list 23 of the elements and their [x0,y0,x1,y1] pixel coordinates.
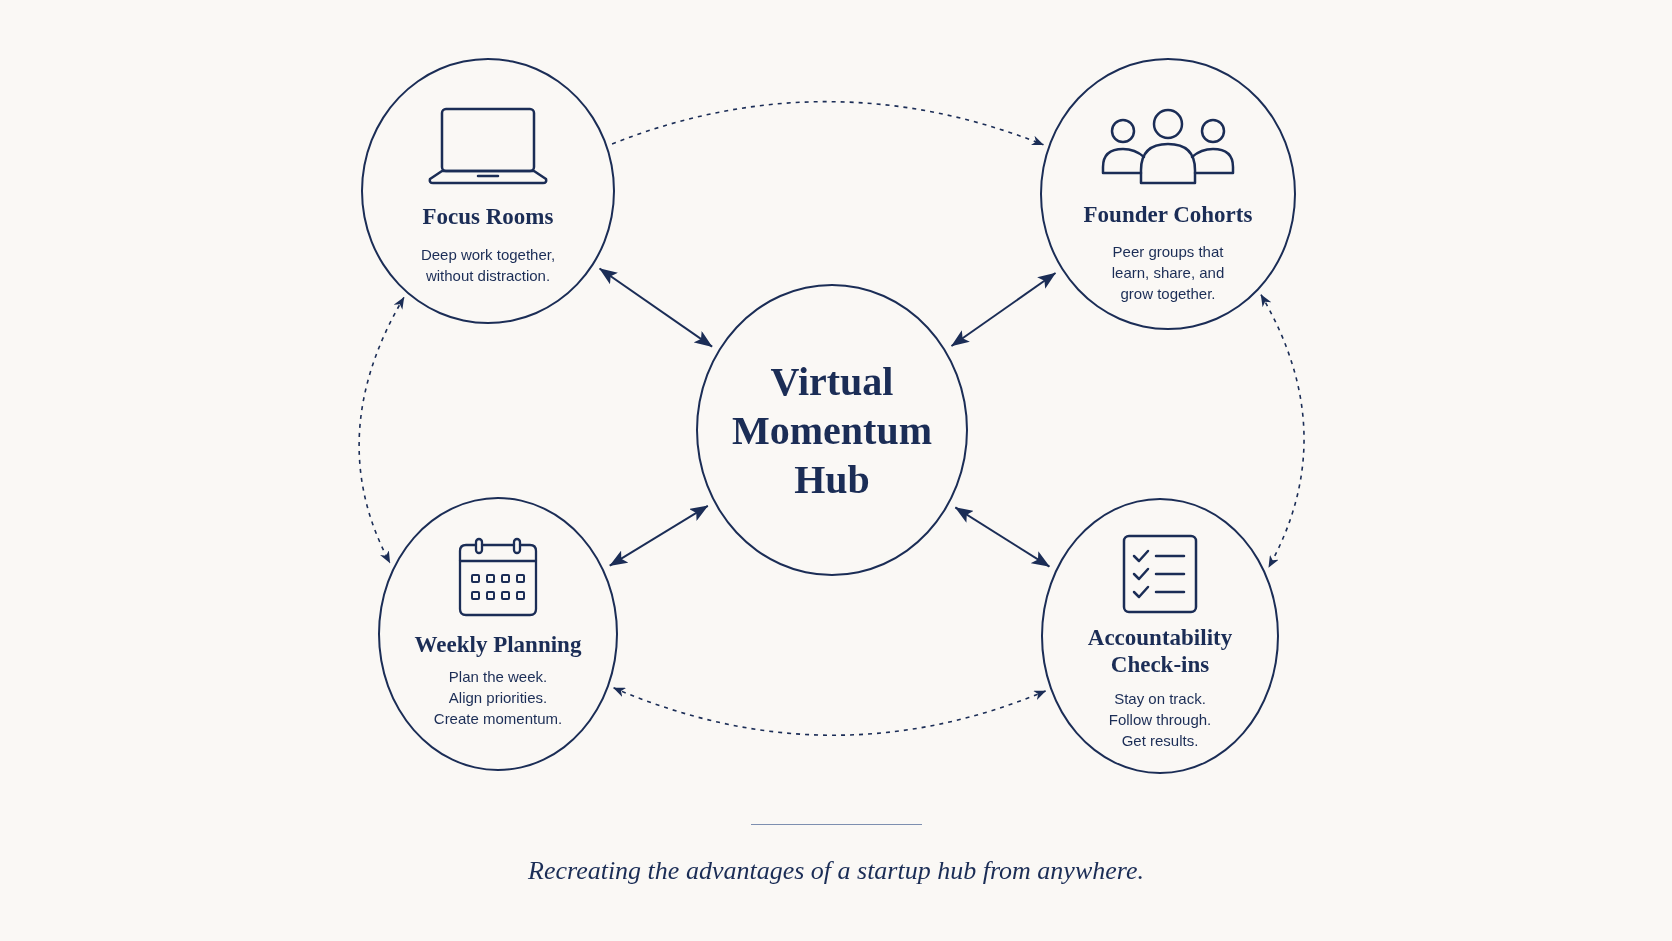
node-title: Weekly Planning [414,631,582,658]
node-title: Focus Rooms [422,203,554,230]
dashed-curved-arrow [358,296,405,564]
circle-node [361,58,615,324]
double-headed-arrow [954,506,1051,568]
caption: Recreating the advantages of a startup hub from anywhere. [528,855,1144,887]
dashed-curved-arrow [612,687,1047,736]
double-headed-arrow [950,272,1057,348]
dashed-curved-arrow [611,100,1045,146]
node-description: Peer groups that learn, share, and grow together. [1110,242,1226,304]
dashed-curved-arrow [1260,293,1305,569]
hub-title: Virtual Momentum Hub [731,357,933,504]
node-title: Accountability Check-ins [1086,624,1234,678]
hub-circle [696,284,968,576]
circle-node [1041,498,1279,774]
node-description: Plan the week. Align priorities. Create momentum. [432,667,564,729]
double-headed-arrow [598,267,714,348]
node-description: Stay on track. Follow through. Get results. [1107,689,1213,751]
node-description: Deep work together, without distraction. [419,245,557,286]
double-headed-arrow [608,504,709,567]
circle-node [378,497,618,771]
circle-node [1040,58,1296,330]
node-title: Founder Cohorts [1083,201,1253,228]
